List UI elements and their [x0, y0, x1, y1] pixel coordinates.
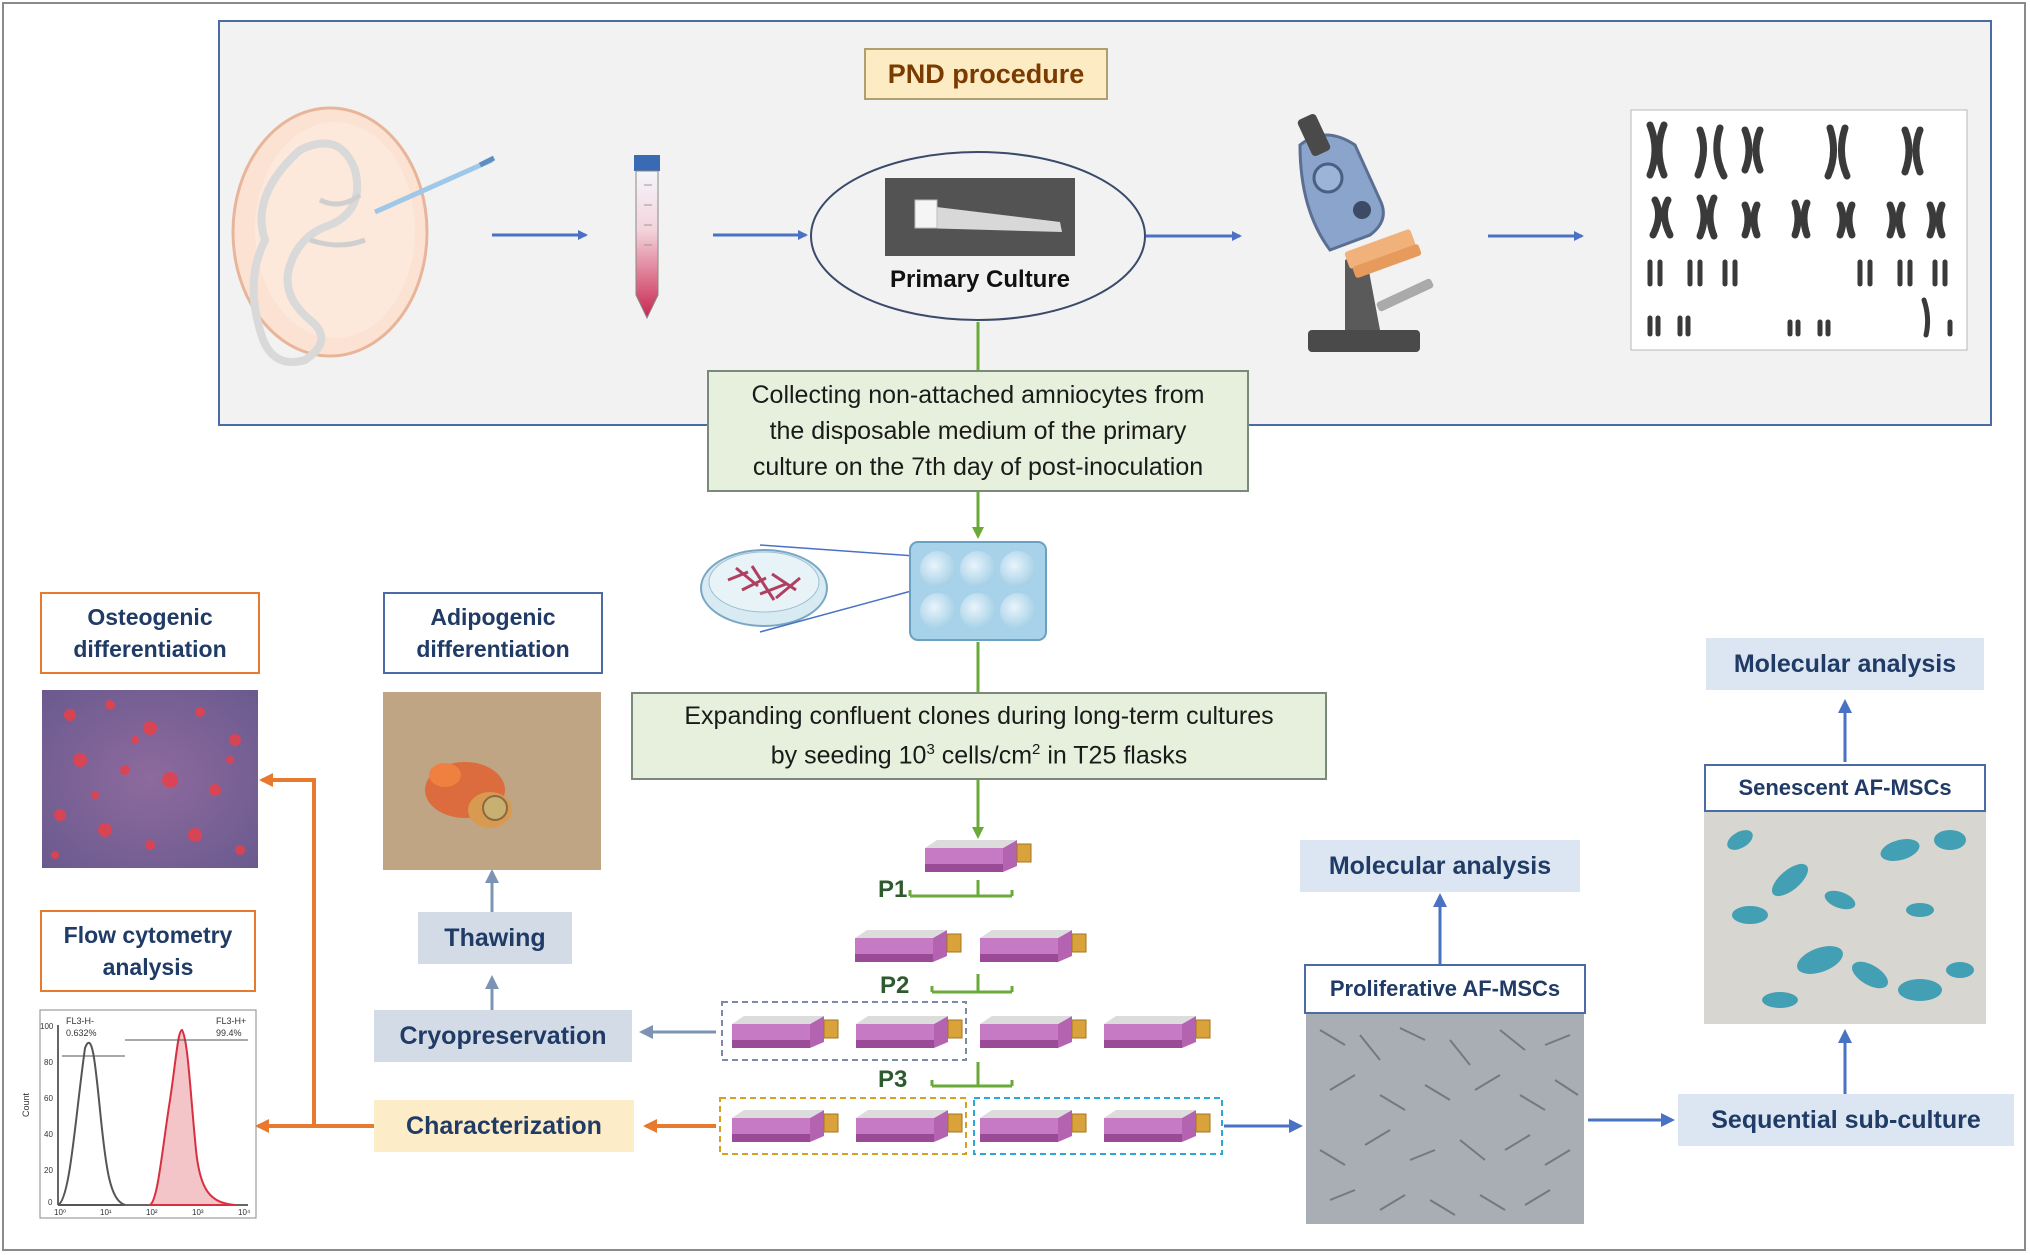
cryopreservation-box: Cryopreservation [374, 1010, 632, 1062]
hist-right-gate-pct: 99.4% [216, 1028, 242, 1038]
senescent-photo [1704, 812, 1986, 1024]
osteogenic-photo [42, 690, 258, 868]
flask-p2-c [979, 1015, 1087, 1049]
flask-p2-a [731, 1015, 839, 1049]
hist-x-tick-4: 10⁴ [238, 1208, 251, 1217]
pnd-title: PND procedure [864, 48, 1108, 100]
flask-p0 [924, 839, 1032, 873]
hist-x-tick-0: 10⁰ [54, 1208, 67, 1217]
hist-y-tick-5: 0 [48, 1198, 53, 1207]
sequential-subculture-box: Sequential sub-culture [1678, 1094, 2014, 1146]
hist-left-gate-pct: 0.632% [66, 1028, 97, 1038]
flask-p3-d [1103, 1109, 1211, 1143]
hist-left-gate-name: FL3-H- [66, 1016, 95, 1026]
primary-culture-label: Primary Culture [889, 266, 1071, 293]
passage-p1: P1 [878, 876, 908, 903]
expanding-step-box: Expanding confluent clones during long-t… [631, 692, 1327, 780]
hist-x-tick-2: 10² [146, 1208, 158, 1217]
osteogenic-label: Osteogenic differentiation [40, 592, 260, 674]
hist-y-tick-3: 40 [44, 1130, 53, 1139]
senescent-label: Senescent AF-MSCs [1704, 764, 1986, 812]
flow-cytometry-label: Flow cytometry analysis [40, 910, 256, 992]
flask-p2-d [1103, 1015, 1211, 1049]
hist-right-gate-name: FL3-H+ [216, 1016, 247, 1026]
proliferative-label: Proliferative AF-MSCs [1304, 964, 1586, 1014]
proliferative-photo [1306, 1014, 1584, 1224]
expanding-line-2: by seeding 103 cells/cm2 in T25 flasks [770, 741, 1188, 770]
flow-histogram [39, 1009, 257, 1219]
flask-p3-b [855, 1109, 963, 1143]
hist-x-tick-3: 10³ [192, 1208, 204, 1217]
collecting-step-text: Collecting non-attached amniocytes from … [751, 381, 1205, 481]
adipogenic-label: Adipogenic differentiation [383, 592, 603, 674]
six-well-plate-icon [909, 541, 1047, 641]
thawing-box: Thawing [418, 912, 572, 964]
hist-x-tick-1: 10¹ [100, 1208, 112, 1217]
microscope-icon [1297, 113, 1434, 352]
molecular-analysis-left: Molecular analysis [1300, 840, 1580, 892]
flask-p3-c [979, 1109, 1087, 1143]
flask-p2-b [855, 1015, 963, 1049]
expanding-line-1: Expanding confluent clones during long-t… [684, 702, 1274, 731]
passage-p2: P2 [880, 972, 910, 999]
adipogenic-photo [383, 692, 601, 870]
passage-p3: P3 [878, 1066, 908, 1093]
characterization-box: Characterization [374, 1100, 634, 1152]
culture-slide-photo [885, 178, 1075, 256]
petri-dish-icon [700, 544, 916, 633]
karyotype-image [1630, 109, 1968, 351]
flask-p1-b [979, 929, 1087, 963]
hist-y-tick-2: 60 [44, 1094, 53, 1103]
flask-p3-a [731, 1109, 839, 1143]
test-tube-icon [634, 155, 660, 320]
hist-y-tick-4: 20 [44, 1166, 53, 1175]
hist-y-axis-label: Count [21, 1092, 32, 1118]
fetus-illustration [231, 106, 496, 366]
flask-p1-a [854, 929, 962, 963]
collecting-step-box: Collecting non-attached amniocytes from … [707, 370, 1249, 492]
hist-y-tick-1: 80 [44, 1058, 53, 1067]
molecular-analysis-right: Molecular analysis [1706, 638, 1984, 690]
hist-y-tick-0: 100 [40, 1022, 54, 1031]
